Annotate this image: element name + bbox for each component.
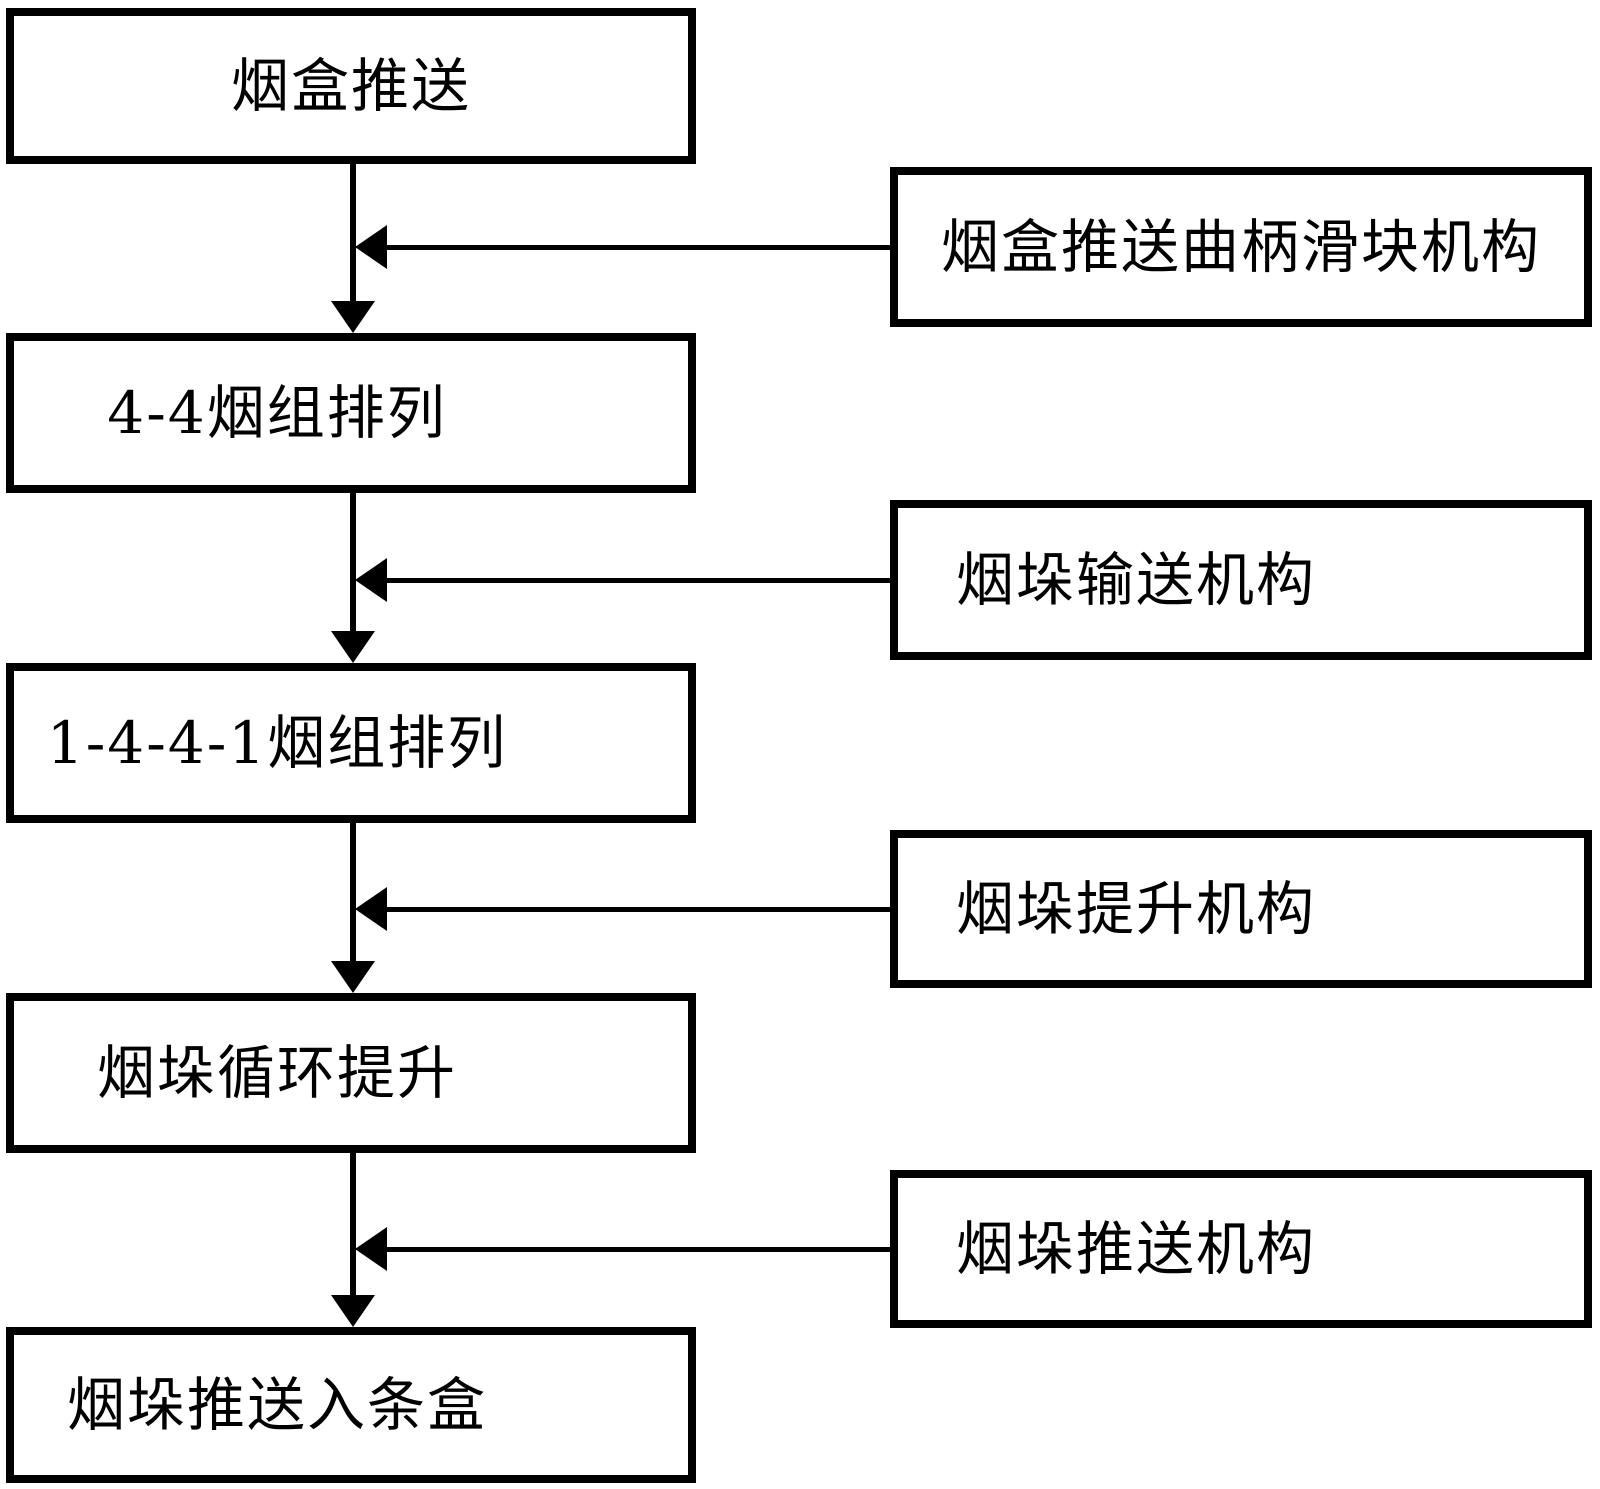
left-arrow-icon-2: [355, 558, 387, 602]
flow-step-label: 1-4-4-1烟组排列: [46, 709, 508, 777]
mechanism-connector-line-3: [385, 907, 890, 912]
flow-step-label: 烟垛循环提升: [96, 1039, 457, 1107]
mechanism-box-stack-pusher: 烟垛推送机构: [890, 1170, 1592, 1328]
left-arrow-icon-1: [355, 225, 387, 269]
mechanism-box-stack-conveyor: 烟垛输送机构: [890, 500, 1592, 660]
flow-step-label: 烟垛推送入条盒: [66, 1371, 487, 1439]
mechanism-connector-line-4: [385, 1247, 890, 1252]
flow-connector-line-1: [350, 164, 356, 303]
left-arrow-icon-3: [355, 887, 387, 931]
down-arrow-icon-2: [331, 631, 375, 663]
mechanism-label: 烟垛推送机构: [955, 1215, 1316, 1283]
mechanism-label: 烟盒推送曲柄滑块机构: [940, 213, 1541, 281]
mechanism-label: 烟垛输送机构: [955, 546, 1316, 614]
mechanism-label: 烟垛提升机构: [955, 875, 1316, 943]
mechanism-box-crank-slider: 烟盒推送曲柄滑块机构: [890, 167, 1592, 327]
flow-connector-line-3: [350, 823, 356, 963]
left-arrow-icon-4: [355, 1227, 387, 1271]
flow-step-label: 烟盒推送: [230, 52, 471, 120]
flow-step-stack-cyclic-lift: 烟垛循环提升: [6, 993, 696, 1153]
down-arrow-icon-1: [331, 301, 375, 333]
flow-step-1-4-4-1-group-arrangement: 1-4-4-1烟组排列: [6, 663, 696, 823]
mechanism-connector-line-2: [385, 578, 890, 583]
flow-step-cigarette-box-push: 烟盒推送: [6, 8, 696, 164]
flow-step-label: 4-4烟组排列: [107, 379, 447, 447]
flow-step-stack-push-into-carton: 烟垛推送入条盒: [6, 1327, 696, 1483]
down-arrow-icon-4: [331, 1295, 375, 1327]
flow-connector-line-4: [350, 1153, 356, 1297]
down-arrow-icon-3: [331, 961, 375, 993]
flow-step-4-4-group-arrangement: 4-4烟组排列: [6, 333, 696, 493]
mechanism-connector-line-1: [385, 245, 890, 250]
flow-connector-line-2: [350, 493, 356, 633]
mechanism-box-stack-lifter: 烟垛提升机构: [890, 830, 1592, 988]
